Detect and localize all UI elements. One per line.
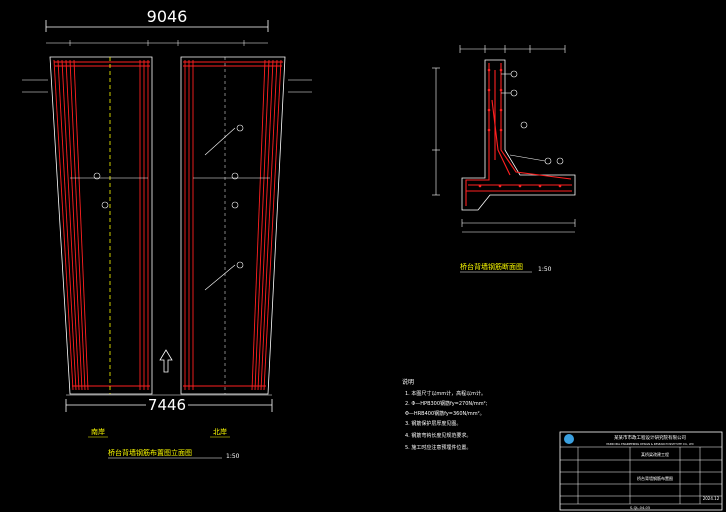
title-block: 某某市市政工程设计研究院有限公司 MUNICIPAL ENGINEERING D… [559, 431, 723, 511]
top-dimension-value: 9046 [147, 7, 188, 26]
section-callouts [501, 70, 564, 165]
project-name: 某桥梁改建工程 [641, 451, 669, 457]
drawing-date: 2024.12 [703, 496, 720, 501]
section-title: 桥台背墙钢筋断面图 [460, 262, 523, 271]
company-name: 某某市市政工程设计研究院有限公司 [614, 434, 686, 441]
note-line: 5. 施工时应注意预埋件位置。 [405, 444, 471, 451]
section-wall-outline [461, 59, 576, 211]
plan-title: 桥台背墙钢筋布置图立面图 [108, 448, 192, 457]
note-line: 2. Φ—HPB300钢筋fy=270N/mm²; [405, 400, 488, 407]
notes-block: 说明 1. 本图尺寸以mm计，高程以m计。 2. Φ—HPB300钢筋fy=27… [402, 378, 488, 451]
notes-heading: 说明 [402, 378, 414, 386]
north-arrow-icon [159, 349, 173, 373]
drawing-title: 桥台背墙钢筋布置图 [637, 475, 673, 481]
plan-scale: 1:50 [226, 453, 240, 460]
bottom-dimension-value: 7446 [148, 396, 186, 414]
right-panel-outline [180, 56, 286, 395]
plan-view: 9046 [22, 7, 312, 460]
right-panel-rebars [183, 59, 283, 391]
title-block-frame [559, 431, 723, 511]
company-name-en: MUNICIPAL ENGINEERING DESIGN & RESEARCH … [606, 442, 693, 446]
left-panel-rebars [53, 59, 150, 391]
plan-right-label: 北岸 [213, 428, 227, 436]
rebar-callouts [93, 124, 244, 291]
bottom-dimension-mask [146, 396, 188, 413]
note-line: 3. 钢筋保护层厚度见图。 [405, 420, 461, 427]
note-line: Φ—HRB400钢筋fy=360N/mm²。 [405, 410, 485, 417]
section-rebar-dots [478, 68, 562, 188]
drawing-number: S-QL-04-05 [630, 506, 650, 510]
note-line: 1. 本图尺寸以mm计，高程以m计。 [405, 390, 486, 397]
section-scale: 1:50 [538, 266, 552, 273]
plan-left-label: 南岸 [91, 427, 105, 436]
side-elevation-marks [22, 79, 312, 93]
company-logo-icon [564, 434, 574, 444]
left-panel-outline [49, 56, 153, 395]
note-line: 4. 钢筋弯钩长度见规范要求。 [405, 432, 471, 439]
section-view: 桥台背墙钢筋断面图 1:50 [432, 45, 576, 273]
